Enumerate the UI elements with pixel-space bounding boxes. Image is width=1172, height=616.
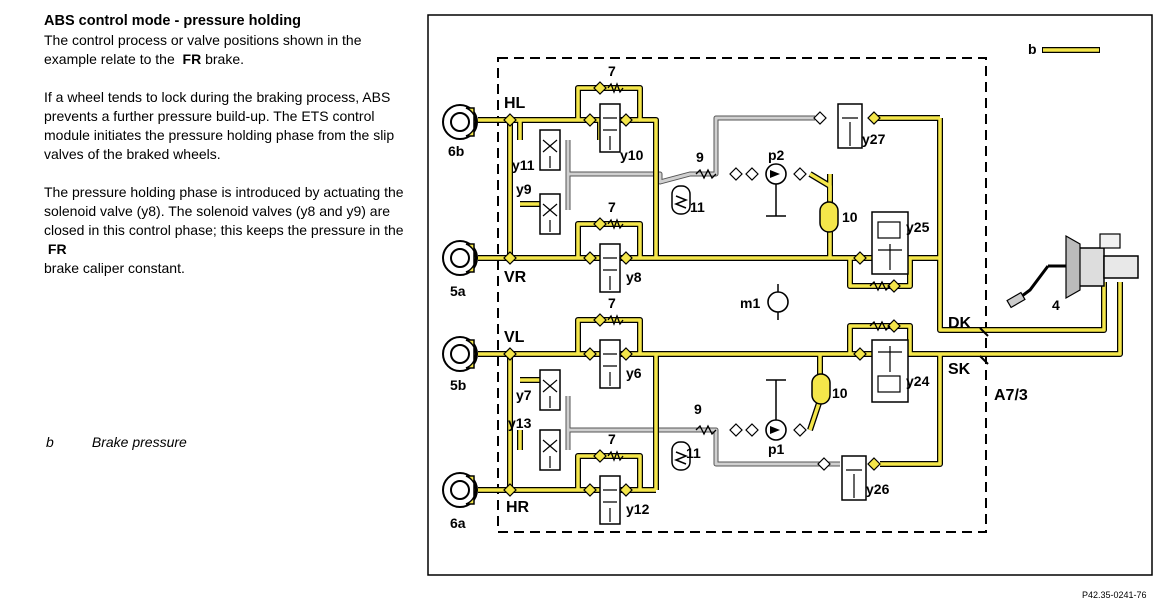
- check-label-7-3: 7: [608, 295, 616, 311]
- valve-y9: [539, 193, 561, 235]
- chamber-10-bottom: [811, 373, 831, 405]
- valve-details: [542, 117, 902, 522]
- return-check-valves: [729, 111, 831, 471]
- valve-y8: [599, 243, 621, 293]
- valve-label-y25: y25: [906, 219, 930, 235]
- motor-label-m1: m1: [740, 295, 760, 311]
- check-valves: [503, 81, 901, 497]
- port-label-dk: DK: [948, 315, 972, 332]
- damper-label-9-top: 9: [696, 149, 704, 165]
- pump-label-p1: p1: [768, 441, 785, 457]
- accumulator-label-11-top: 11: [690, 199, 705, 215]
- hydraulic-diagram: b: [427, 14, 1153, 576]
- check-label-7-1: 7: [608, 63, 616, 79]
- valve-label-y26: y26: [866, 481, 890, 497]
- paragraph-2: If a wheel tends to lock during the brak…: [44, 89, 395, 162]
- pumps: [765, 163, 789, 441]
- valve-y13: [539, 429, 561, 471]
- master-cylinder: [1006, 233, 1139, 309]
- damping-chambers: [811, 201, 839, 405]
- chamber-label-10-bottom: 10: [832, 385, 848, 401]
- wheel-5a: [442, 240, 478, 276]
- master-cylinder-label-4: 4: [1052, 297, 1060, 313]
- wheel-6b: [442, 104, 478, 140]
- valve-y6: [599, 339, 621, 389]
- unit-label-a7-3: A7/3: [994, 387, 1028, 404]
- section-title: ABS control mode - pressure holding: [44, 13, 301, 29]
- valve-y12: [599, 475, 621, 525]
- hydraulic-unit-boundary: [497, 57, 987, 533]
- valve-label-y12: y12: [626, 501, 650, 517]
- check-label-7-4: 7: [608, 431, 616, 447]
- valve-label-y24: y24: [906, 373, 930, 389]
- valve-label-y8: y8: [626, 269, 642, 285]
- port-hatching: [979, 327, 989, 365]
- legend: b Brake pressure: [46, 434, 187, 450]
- legend-marker-label: b: [1028, 41, 1037, 57]
- figure-reference: P42.35-0241-76: [1082, 590, 1147, 600]
- wheel-label-6b: 6b: [448, 143, 464, 159]
- pump-label-p2: p2: [768, 147, 785, 163]
- circuit-label-hr: HR: [506, 499, 530, 516]
- wheel-label-5a: 5a: [450, 283, 466, 299]
- wheel-label-6a: 6a: [450, 515, 466, 531]
- description-panel: ABS control mode - pressure holding The …: [44, 12, 404, 278]
- wheel-label-5b: 5b: [450, 377, 466, 393]
- paragraph-1-text: The control process or valve positions s…: [44, 32, 362, 67]
- wheel-6a: [442, 472, 478, 508]
- chamber-label-10-top: 10: [842, 209, 858, 225]
- motor-m1: [767, 291, 789, 313]
- accumulator-label-11-bottom: 11: [686, 445, 701, 461]
- valve-y7: [539, 369, 561, 411]
- valve-label-y13: y13: [508, 415, 532, 431]
- accumulators: [671, 185, 691, 471]
- paragraph-3-end: brake caliper constant.: [44, 260, 185, 276]
- circuit-label-vl: VL: [504, 329, 525, 346]
- springs: [607, 82, 891, 462]
- check-label-7-2: 7: [608, 199, 616, 215]
- valve-label-y7: y7: [516, 387, 532, 403]
- valve-label-y11: y11: [512, 157, 535, 173]
- valve-y11: [539, 129, 561, 171]
- paragraph-3-text: The pressure holding phase is introduced…: [44, 184, 404, 238]
- chamber-10-top: [819, 201, 839, 233]
- paragraph-3-fr: FR: [47, 241, 67, 257]
- diagram-frame: [427, 14, 1153, 576]
- paragraph-1-end: brake.: [205, 51, 245, 67]
- legend-key: b: [46, 434, 54, 450]
- valve-y10: [599, 103, 621, 153]
- port-label-sk: SK: [948, 361, 971, 378]
- damper-label-9-bottom: 9: [694, 401, 702, 417]
- valve-label-y10: y10: [620, 147, 644, 163]
- wheel-5b: [442, 336, 478, 372]
- valve-label-y9: y9: [516, 181, 532, 197]
- paragraph-3: The pressure holding phase is introduced…: [44, 183, 404, 278]
- paragraph-1-fr: FR: [182, 51, 202, 67]
- circuit-label-vr: VR: [504, 269, 527, 286]
- valve-label-y6: y6: [626, 365, 642, 381]
- paragraph-1: The control process or valve positions s…: [44, 31, 404, 69]
- valve-label-y27: y27: [862, 131, 886, 147]
- circuit-label-hl: HL: [504, 95, 526, 112]
- legend-text: Brake pressure: [91, 434, 187, 450]
